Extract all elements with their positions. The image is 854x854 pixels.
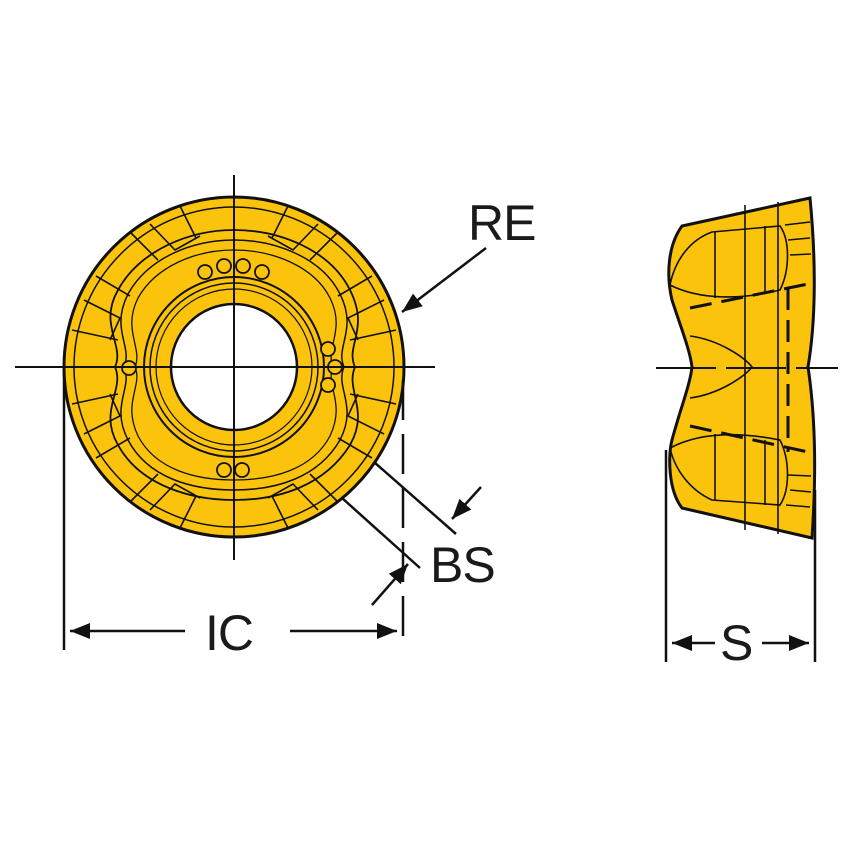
- re-leader: [401, 247, 487, 313]
- bs-leader: [341, 461, 482, 606]
- ic-dimension: [62, 365, 405, 650]
- bs-label: BS: [430, 537, 496, 593]
- s-dimension: [664, 450, 817, 662]
- center-lines: [15, 175, 435, 560]
- re-label: RE: [468, 195, 536, 251]
- side-view: [656, 196, 838, 540]
- top-view: [15, 175, 435, 560]
- hidden-lines: [689, 282, 809, 454]
- ic-label: IC: [205, 605, 254, 661]
- s-label: S: [720, 615, 753, 671]
- dimples: [121, 258, 343, 478]
